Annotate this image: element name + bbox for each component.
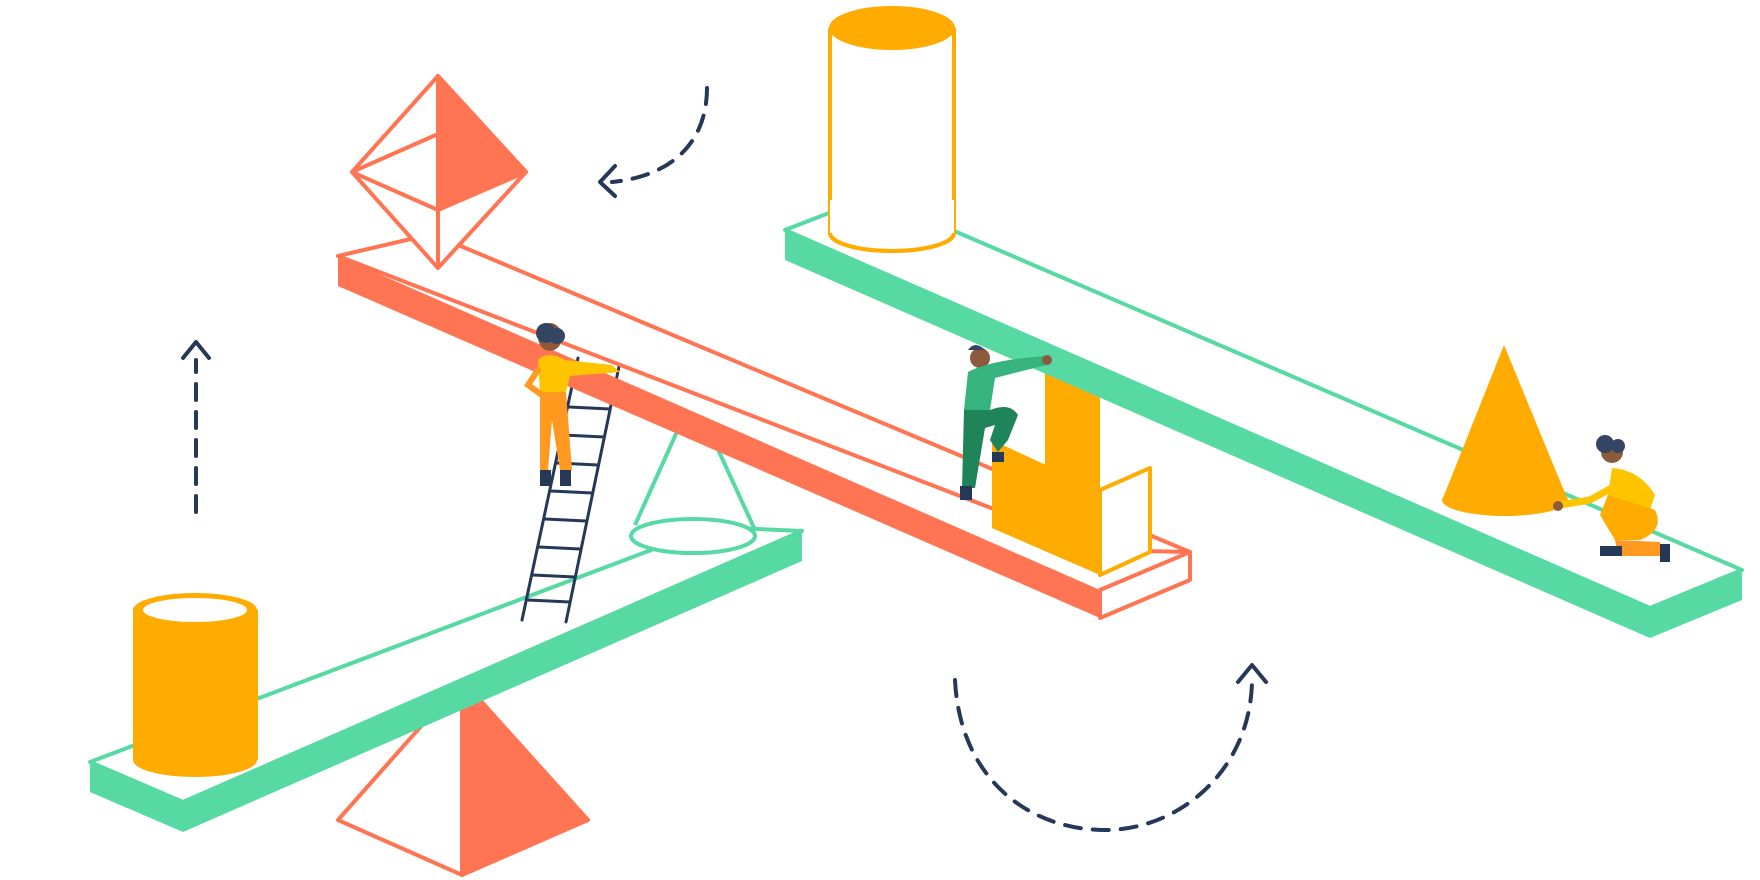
straight-arrow-up: [181, 340, 211, 514]
kneeling-worker: [1553, 435, 1670, 562]
yellow-cube: [992, 370, 1152, 577]
green-plank-side: [183, 531, 802, 832]
lower-left-seesaw: [88, 424, 804, 877]
tall-cylinder: [828, 6, 956, 253]
octahedron: [350, 74, 528, 270]
curved-arrow-left: [598, 86, 709, 198]
green-upper-front: [785, 230, 1650, 638]
yellow-cone: [1442, 345, 1568, 516]
coral-plank-front: [338, 256, 1100, 618]
upper-right-green-seesaw: [783, 6, 1744, 638]
green-upper-top: [783, 194, 1744, 610]
cone-fulcrum-outline: [629, 424, 757, 555]
climber-on-block: [960, 345, 1052, 500]
yellow-cylinder-small: [133, 593, 258, 777]
green-plank-front: [90, 762, 183, 832]
climber-on-ladder: [523, 323, 620, 486]
curved-arrow-up: [953, 663, 1268, 833]
pyramid-fulcrum: [336, 678, 590, 877]
